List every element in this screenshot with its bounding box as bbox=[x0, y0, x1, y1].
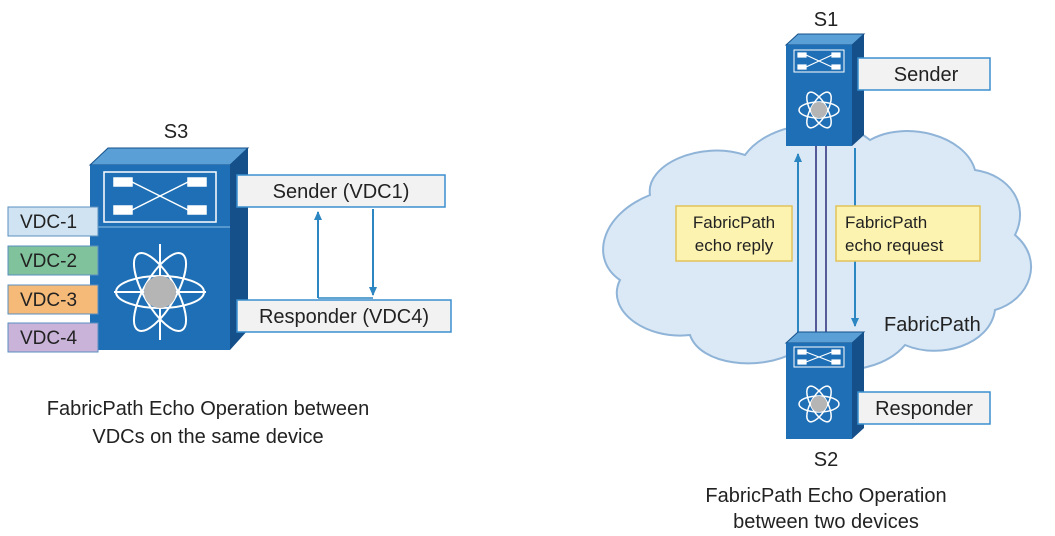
right-diagram: S1 Sender bbox=[602, 9, 1033, 533]
sender-vdc1-rect bbox=[236, 174, 446, 208]
responder-vdc4-label: Responder (VDC4) bbox=[259, 306, 429, 328]
right-caption-line2: between two devices bbox=[733, 511, 919, 533]
sender-box: Sender bbox=[857, 57, 991, 91]
echo-request-note: FabricPath echo request bbox=[835, 205, 981, 262]
echo-reply-note: FabricPath echo reply bbox=[675, 205, 793, 262]
echo-reply-rect bbox=[675, 205, 793, 262]
right-caption-line1: FabricPath Echo Operation bbox=[705, 485, 946, 507]
vdc-3-label: VDC-3 bbox=[20, 290, 77, 311]
vdc-1-rect bbox=[7, 206, 99, 237]
responder-vdc4-rect bbox=[236, 299, 452, 333]
vdc-4-box: VDC-4 bbox=[7, 322, 99, 353]
sender-vdc1-box: Sender (VDC1) bbox=[236, 174, 446, 208]
left-caption-line2: VDCs on the same device bbox=[92, 426, 323, 448]
echo-request-rect bbox=[835, 205, 981, 262]
responder-label: Responder bbox=[875, 398, 973, 420]
vdc-3-rect bbox=[7, 284, 99, 315]
responder-box: Responder bbox=[857, 391, 991, 425]
vdc-1-label: VDC-1 bbox=[20, 212, 77, 233]
switch-s2-top bbox=[784, 331, 866, 344]
sender-label: Sender bbox=[894, 64, 959, 86]
sender-rect bbox=[857, 57, 991, 91]
vdc-1-box: VDC-1 bbox=[7, 206, 99, 237]
switch-s2-label: S2 bbox=[814, 449, 838, 471]
vdc-2-rect bbox=[7, 245, 99, 276]
vdc-4-rect bbox=[7, 322, 99, 353]
echo-request-line2: echo request bbox=[845, 236, 944, 255]
s1-starburst-core bbox=[811, 102, 827, 118]
switch-s3-top bbox=[88, 147, 250, 166]
s2-starburst-core bbox=[811, 396, 827, 412]
switch-s3-label: S3 bbox=[164, 121, 188, 143]
vdc-list: VDC-1 VDC-2 VDC-3 VDC-4 bbox=[7, 206, 99, 353]
left-diagram: S3 bbox=[7, 121, 452, 448]
switch-s1-top bbox=[784, 33, 866, 46]
switch-s1 bbox=[784, 33, 866, 146]
vdc-2-label: VDC-2 bbox=[20, 251, 77, 272]
starburst-core bbox=[144, 276, 176, 308]
switch-s2 bbox=[784, 331, 866, 439]
vdc-4-label: VDC-4 bbox=[20, 328, 77, 349]
switch-s1-front bbox=[786, 45, 852, 146]
switch-s3-panel bbox=[103, 171, 217, 223]
switch-s1-panel bbox=[793, 49, 845, 73]
echo-request-line1: FabricPath bbox=[845, 213, 927, 232]
crossed-arrows-icon bbox=[113, 177, 207, 215]
left-caption-line1: FabricPath Echo Operation between bbox=[47, 398, 369, 420]
switch-s2-panel bbox=[793, 346, 845, 368]
vdc-2-box: VDC-2 bbox=[7, 245, 99, 276]
fabricpath-cloud-label: FabricPath bbox=[884, 314, 981, 336]
echo-reply-line1: FabricPath bbox=[693, 213, 775, 232]
echo-reply-line2: echo reply bbox=[695, 236, 774, 255]
responder-rect bbox=[857, 391, 991, 425]
switch-s1-label: S1 bbox=[814, 9, 838, 31]
vdc-3-box: VDC-3 bbox=[7, 284, 99, 315]
sender-vdc1-label: Sender (VDC1) bbox=[273, 181, 410, 203]
s2-crossed-arrows-icon bbox=[797, 349, 841, 365]
responder-vdc4-box: Responder (VDC4) bbox=[236, 299, 452, 333]
s1-crossed-arrows-icon bbox=[797, 52, 841, 70]
switch-s3 bbox=[88, 147, 250, 350]
